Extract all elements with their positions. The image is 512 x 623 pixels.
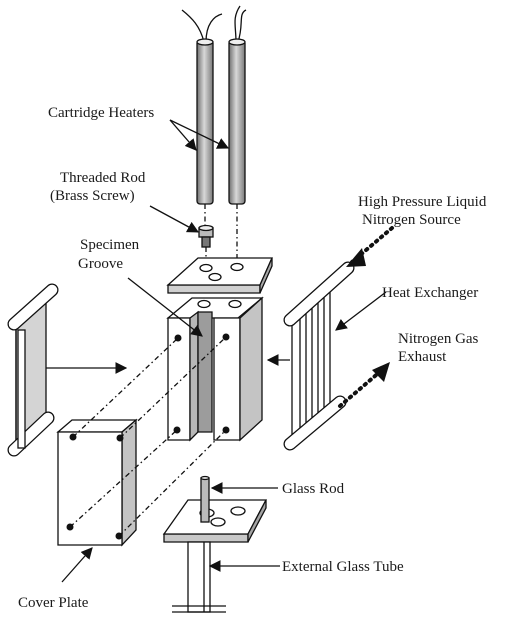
label-brass-screw: (Brass Screw)	[50, 188, 135, 204]
label-glass-rod: Glass Rod	[282, 481, 345, 497]
label-high-pressure-liquid: High Pressure Liquid	[358, 194, 487, 210]
label-heat-exchanger: Heat Exchanger	[382, 285, 478, 301]
left-heat-exchanger	[7, 283, 59, 457]
label-external-glass-tube: External Glass Tube	[282, 559, 404, 575]
cover-plate	[56, 336, 227, 547]
glass-rod-assembly	[162, 475, 268, 613]
label-groove: Groove	[78, 256, 123, 272]
label-threaded-rod: Threaded Rod	[60, 170, 146, 186]
label-exhaust: Exhaust	[398, 349, 447, 365]
label-specimen: Specimen	[80, 237, 140, 253]
label-nitrogen-gas: Nitrogen Gas	[398, 331, 479, 347]
label-cartridge-heaters: Cartridge Heaters	[48, 105, 154, 121]
main-block	[166, 296, 264, 442]
label-cover-plate: Cover Plate	[18, 595, 89, 611]
leader-lines	[46, 119, 394, 583]
label-nitrogen-source: Nitrogen Source	[362, 212, 461, 228]
top-plate	[166, 257, 274, 294]
labels: Cartridge Heaters Threaded Rod (Brass Sc…	[18, 105, 487, 611]
right-heat-exchanger	[283, 261, 355, 451]
cartridge-heaters	[181, 5, 247, 262]
